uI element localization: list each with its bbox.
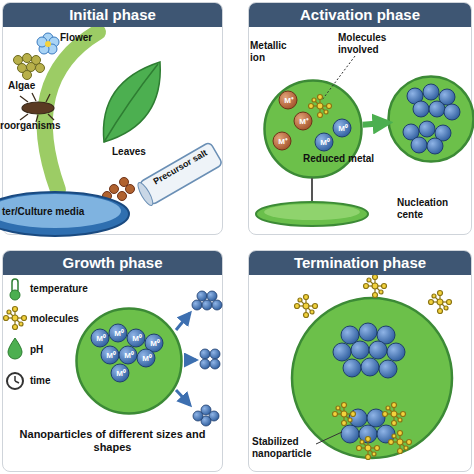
metal-symbol: M⁰	[137, 353, 157, 365]
phase-heading: Initial phase	[3, 3, 222, 27]
leader-line	[316, 432, 342, 444]
cell-circle: Nucleation cente	[387, 75, 474, 163]
circle-outline	[75, 307, 183, 415]
phase-heading: Activation phase	[249, 3, 471, 27]
text-label: molecules	[30, 313, 110, 325]
process-arrow	[363, 123, 387, 125]
time-icon	[7, 373, 23, 389]
leaf-icon	[103, 62, 160, 142]
algae-icon	[14, 54, 45, 80]
molecule-icon	[4, 307, 27, 330]
plant-band	[45, 32, 98, 190]
cell-circle: M⁰M⁰M⁰M⁰M⁰M⁰M⁰M⁰	[75, 307, 183, 415]
nanoparticle-cluster	[333, 323, 405, 378]
text-label: Algae	[8, 80, 48, 92]
text-label: Reduced metal	[303, 153, 378, 165]
metal-symbol: M⁰	[109, 328, 129, 340]
metal-symbol: M⁰	[101, 350, 121, 362]
text-label: roorganisms	[0, 120, 70, 132]
ph-icon	[8, 338, 22, 359]
text-label: time	[30, 375, 70, 387]
precursor-tube	[135, 142, 222, 208]
metal-symbol: M⁰	[91, 333, 111, 345]
text-label: Stabilized nanoparticle	[252, 436, 327, 460]
text-label: Leaves	[112, 146, 162, 158]
text-label: Flower	[60, 32, 110, 44]
metal-symbol: M⁺	[273, 136, 293, 148]
text-label: Nanoparticles of different sizes and sha…	[10, 428, 215, 454]
phase-heading: Growth phase	[3, 251, 222, 275]
text-label: Precursor salt	[145, 144, 215, 191]
stabilized-cluster	[333, 403, 412, 460]
phase-heading: Termination phase	[249, 251, 471, 275]
salt-grains	[103, 178, 135, 201]
text-label: temperature	[30, 283, 110, 295]
text-label: Molecules involved	[338, 32, 408, 56]
petri-dish	[0, 192, 129, 236]
microorganism-icon	[20, 93, 54, 122]
text-label: ter/Culture media	[2, 206, 112, 218]
phase-panel: Initial phase	[2, 2, 223, 235]
circle-outline	[387, 75, 474, 163]
flower-icon	[37, 33, 59, 54]
metal-symbol: M⁰	[127, 333, 147, 345]
metal-symbol: M⁰	[333, 123, 353, 135]
metal-symbol: M⁰	[119, 350, 139, 362]
text-label: Metallic ion	[250, 40, 296, 64]
circle-heading: Nucleation cente	[397, 197, 474, 221]
metal-symbol: M⁰	[315, 137, 335, 149]
metal-symbol: M⁰	[111, 368, 131, 380]
dish-stand	[256, 178, 368, 226]
metal-symbol: M⁺	[294, 116, 314, 128]
temperature-icon	[10, 279, 20, 300]
text-label: pH	[30, 344, 70, 356]
free-molecules	[295, 275, 452, 318]
nanoparticle-shapes	[192, 291, 222, 426]
termination-cell	[292, 298, 452, 458]
metal-symbol: M⁺	[279, 95, 299, 107]
metal-symbol: M⁰	[145, 338, 165, 350]
